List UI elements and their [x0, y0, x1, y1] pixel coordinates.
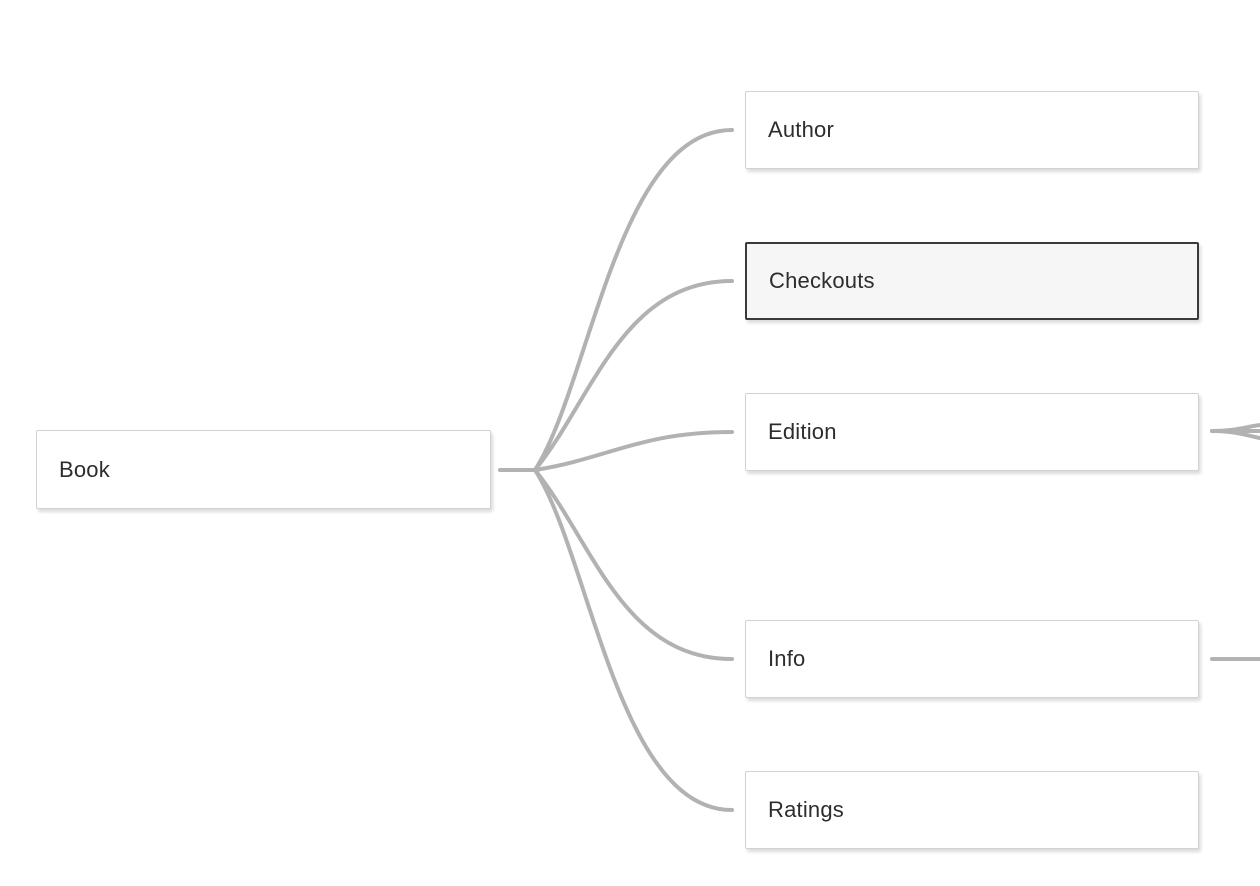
edge-book-edition — [533, 430, 734, 472]
node-book[interactable]: Book — [36, 430, 491, 509]
edge-book-checkouts — [533, 279, 734, 472]
node-checkouts[interactable]: Checkouts — [745, 242, 1199, 320]
node-info[interactable]: Info — [745, 620, 1199, 698]
node-ratings-label: Ratings — [768, 797, 844, 822]
edge-edition-offscreen-down — [1210, 429, 1260, 440]
edge-book-ratings — [533, 468, 734, 812]
node-checkouts-label: Checkouts — [769, 268, 875, 293]
edge-book-info — [533, 468, 734, 661]
node-edition-label: Edition — [768, 419, 837, 444]
edge-book-author — [533, 128, 734, 472]
node-author[interactable]: Author — [745, 91, 1199, 169]
node-author-label: Author — [768, 117, 835, 142]
node-info-label: Info — [768, 646, 806, 671]
node-edition[interactable]: Edition — [745, 393, 1199, 471]
node-ratings[interactable]: Ratings — [745, 771, 1199, 849]
node-book-label: Book — [59, 456, 110, 482]
